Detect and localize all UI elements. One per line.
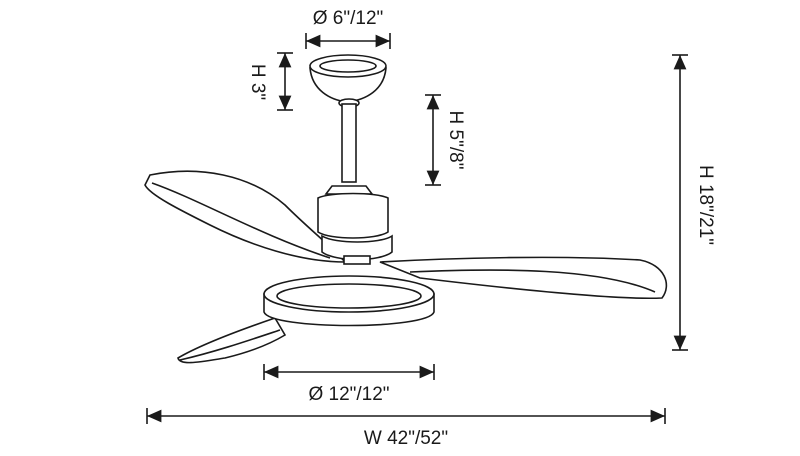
light-kit: [263, 275, 435, 327]
total-width-label: W 42"/52": [364, 428, 448, 449]
fan-blade-bottom: [177, 317, 287, 364]
total-height-label: H 18"/21": [695, 165, 716, 245]
light-diameter-label: Ø 12"/12": [308, 384, 389, 405]
canopy-height-label: H 3": [247, 64, 268, 100]
motor-housing: [317, 185, 393, 265]
downrod: [341, 103, 357, 183]
fan-blade-left: [144, 170, 347, 263]
canopy: [309, 54, 387, 108]
canopy-diameter-label: Ø 6"/12": [313, 8, 384, 29]
downrod-height-label: H 5"/8": [445, 111, 466, 170]
fan-blade-right: [379, 256, 668, 300]
